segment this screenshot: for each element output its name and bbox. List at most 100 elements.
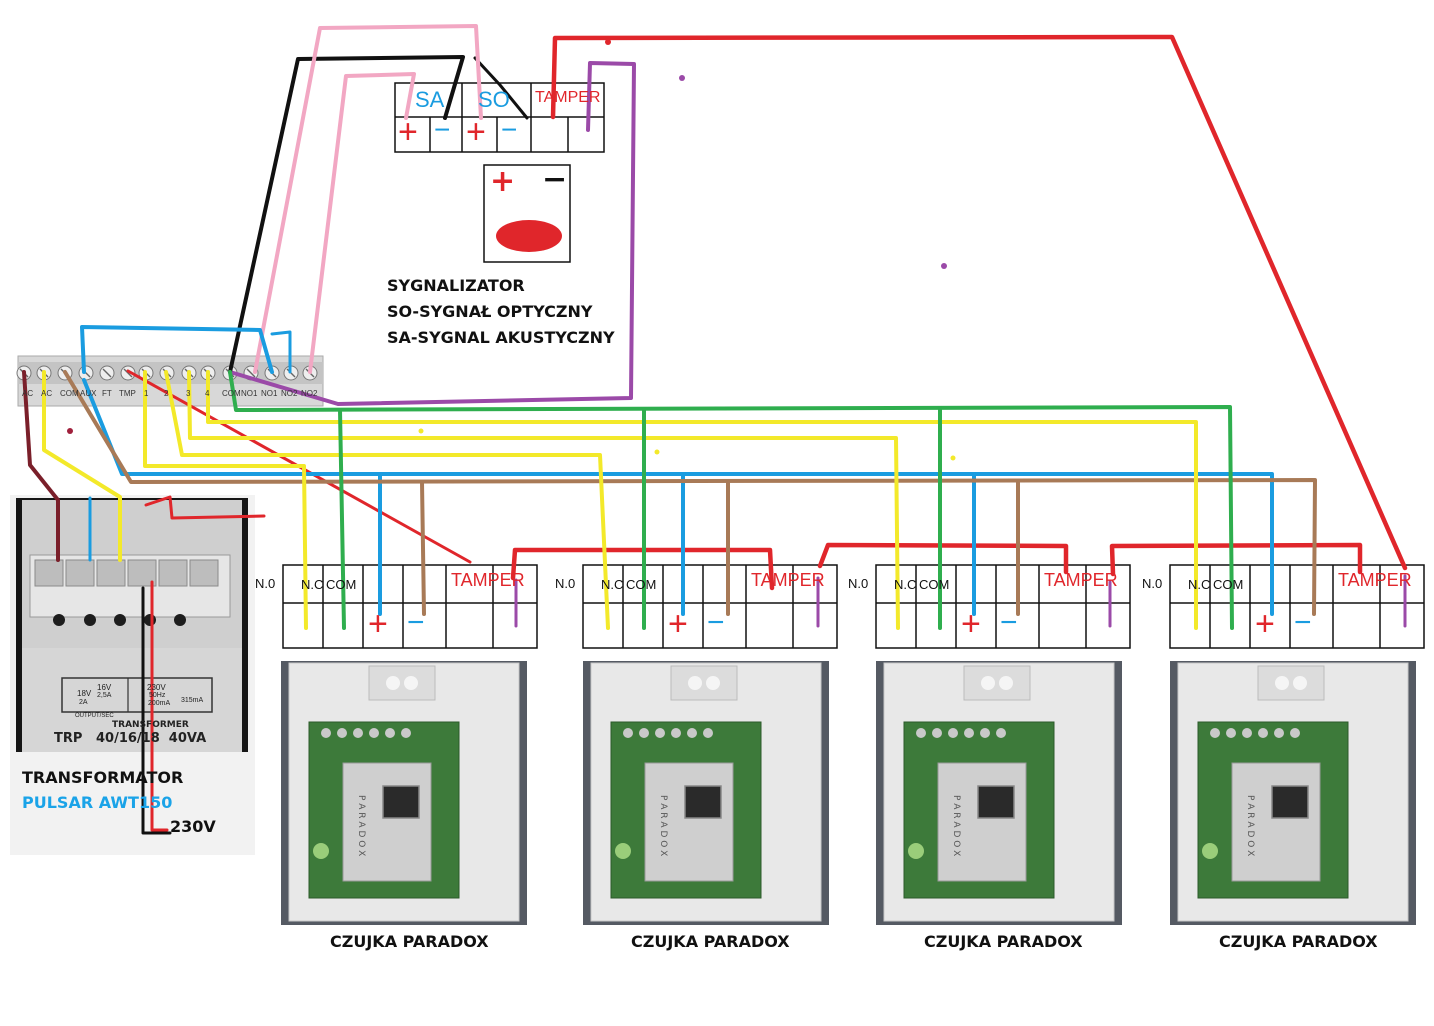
detector-plus-sign: +: [1255, 605, 1275, 643]
detector-terminal-screw: [385, 728, 395, 738]
detector-tamper-label: TAMPER: [451, 570, 525, 590]
transformer-230v: 230V: [147, 683, 166, 692]
detector-terminal-screw: [948, 728, 958, 738]
detector-shield: [644, 762, 734, 882]
detector-led: [313, 843, 329, 859]
detector-com-label: COM: [1213, 577, 1244, 592]
transformer-50hz: 50Hz: [149, 692, 166, 699]
detector-clip-hole: [981, 676, 995, 690]
detector-terminal-screw: [932, 728, 942, 738]
transformer-caption: TRANSFORMATOR: [22, 768, 184, 787]
detector-clip-hole: [386, 676, 400, 690]
wire-purple-tamper: [228, 61, 636, 406]
wire-black-siren: [228, 55, 465, 374]
strip-terminal-label: AC: [41, 389, 53, 398]
strip-terminal-label: NO1: [261, 389, 278, 398]
siren-sa-minus: −: [434, 114, 451, 145]
transformer-name-band: TRANSFORMER: [112, 720, 189, 730]
detector-no-label: N.0: [848, 576, 869, 591]
detector-no-label: N.0: [555, 576, 576, 591]
detector-terminal-screw: [1290, 728, 1300, 738]
detector-clip: [368, 665, 436, 701]
transformer-brand: PULSAR AWT150: [22, 793, 173, 812]
wire-red-tamper: [550, 34, 1408, 571]
detector-plus-sign: +: [961, 605, 981, 643]
wire-yellow-z2: [164, 370, 610, 630]
wire-yellow-z3: [187, 370, 900, 630]
detector-terminal-screw: [353, 728, 363, 738]
detector-clip-hole: [1275, 676, 1289, 690]
detector-terminal-screw: [687, 728, 697, 738]
strip-terminal-label: 3: [186, 389, 191, 398]
detector-tamper-label: TAMPER: [751, 570, 825, 590]
wire-darkred-ac: [22, 370, 60, 562]
detector-clip-hole: [706, 676, 720, 690]
detector-tamper-label: TAMPER: [1044, 570, 1118, 590]
wire-black-siren-2: [473, 56, 529, 120]
detector-caption: CZUJKA PARADOX: [924, 932, 1083, 951]
detector-pcb-text: P A R A D O X: [356, 795, 366, 856]
strip-terminal-label: TMP: [119, 389, 136, 398]
detector-terminal-screw: [337, 728, 347, 738]
wire-red-tamper-link-2: [817, 542, 1069, 575]
strip-terminal-label: FT: [102, 389, 112, 398]
wire-brown-bus: [63, 370, 1317, 616]
strip-terminal-label: 2: [164, 389, 169, 398]
detector-pir-sensor: [1271, 785, 1309, 819]
battery-minus: −: [542, 162, 568, 197]
transformer-25a: 2,5A: [97, 692, 112, 699]
wire-blue-bus: [82, 378, 1274, 616]
detector-minus-sign: −: [1294, 606, 1312, 639]
detector-terminal-screw: [369, 728, 379, 738]
strip-terminal-label: NO2: [281, 389, 298, 398]
detector-pcb-text: P A R A D O X: [658, 795, 668, 856]
strip-screw-slot: [102, 368, 112, 378]
transformer-model: TRP 40/16/18 40VA: [54, 731, 207, 746]
siren-so-minus: −: [501, 114, 518, 145]
detector-caption: CZUJKA PARADOX: [330, 932, 489, 951]
siren-sa-desc: SA-SYGNAL AKUSTYCZNY: [387, 328, 615, 347]
strip-terminal-label: 4: [205, 389, 210, 398]
detector-terminal-screw: [916, 728, 926, 738]
detector-clip-hole: [404, 676, 418, 690]
detector-clip-hole: [688, 676, 702, 690]
detector-led: [1202, 843, 1218, 859]
detector-terminal-screw: [1242, 728, 1252, 738]
detector-clip: [1257, 665, 1325, 701]
siren-so-label: SO: [478, 87, 510, 112]
wire-red-tamper-link-3: [1109, 542, 1363, 577]
detector-terminal-screw: [964, 728, 974, 738]
wire-brown-d1: [420, 480, 426, 616]
detector-caption: CZUJKA PARADOX: [1219, 932, 1378, 951]
detector-terminal-screw: [401, 728, 411, 738]
wire-yellow-z1: [143, 370, 308, 630]
wire-yellow-z4: [206, 370, 1198, 630]
transformer-2a: 2A: [79, 699, 88, 706]
siren-so-desc: SO-SYGNAŁ OPTYCZNY: [387, 302, 593, 321]
wire-green-d1: [338, 408, 346, 630]
stray-dots: [67, 39, 956, 461]
detector-tamper-label: TAMPER: [1338, 570, 1412, 590]
detector-clip: [963, 665, 1031, 701]
wire-red-mains: [150, 580, 169, 832]
detector-clip: [670, 665, 738, 701]
detector-terminal-screw: [1258, 728, 1268, 738]
detector-plus-sign: +: [668, 605, 688, 643]
strip-terminal-label: COM: [222, 389, 241, 398]
detector-led: [615, 843, 631, 859]
transformer-fuse: 315mA: [181, 697, 204, 704]
wire-black-mains: [141, 586, 172, 835]
detector-terminal-box: [875, 564, 1131, 649]
detector-pir-sensor: [382, 785, 420, 819]
detector-com-label: COM: [626, 577, 657, 592]
wire-blue-trunk: [80, 325, 274, 374]
detector-terminal-screw: [996, 728, 1006, 738]
wire-green-com: [228, 370, 1234, 630]
detector-terminal-screw: [623, 728, 633, 738]
detector-pir-sensor: [684, 785, 722, 819]
transformer-18v: 18V: [77, 689, 92, 698]
wires: [22, 24, 1408, 835]
strip-terminal-label: AUX: [80, 389, 97, 398]
detector-minus-sign: −: [707, 606, 725, 639]
